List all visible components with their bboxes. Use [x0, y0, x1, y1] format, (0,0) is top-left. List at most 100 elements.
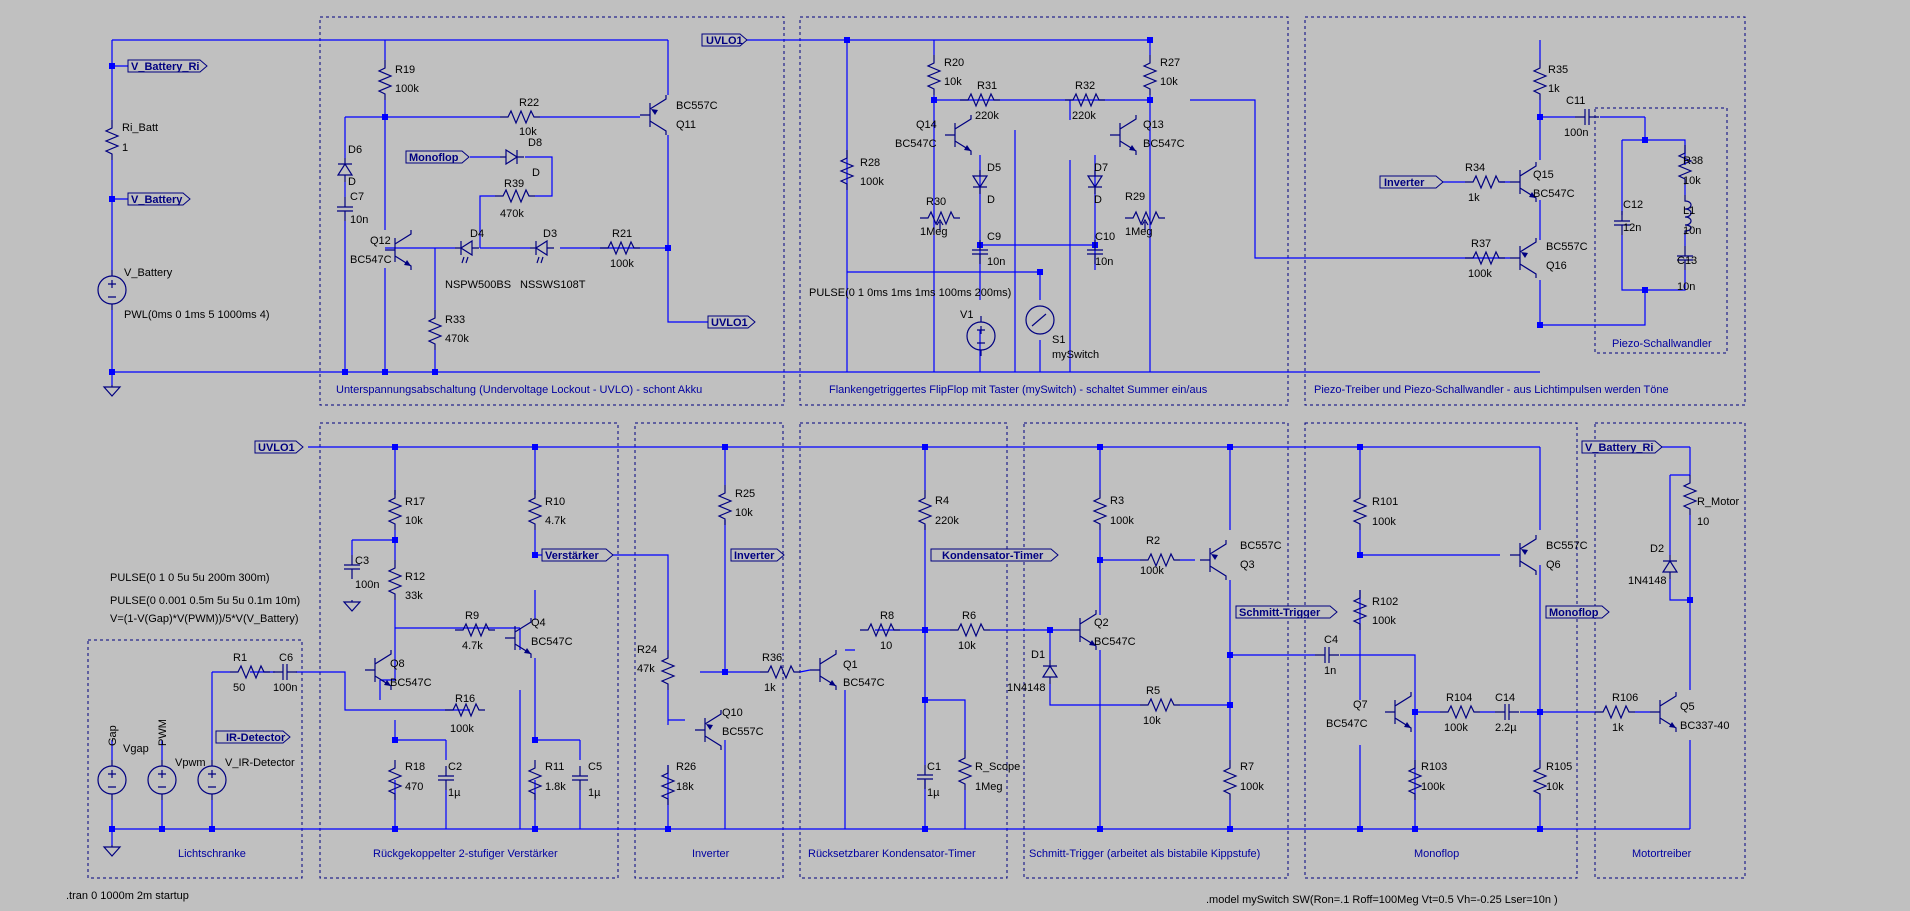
r22-label: R22: [519, 97, 539, 109]
voltage-source-icon: [147, 759, 177, 801]
q7-label: Q7: [1353, 699, 1368, 711]
block-title-piezo: Piezo-Schallwandler: [1612, 338, 1712, 350]
r9-value: 4.7k: [462, 640, 483, 652]
resistor-r4: [918, 489, 932, 531]
q10-type: BC557C: [722, 726, 764, 738]
frame-monoflop: [1304, 422, 1578, 879]
transistor-q7-npn: [1384, 691, 1412, 733]
net-label-text: Monoflop: [1549, 607, 1599, 619]
net-label-text: Inverter: [1384, 177, 1425, 189]
diode-d8: [499, 149, 525, 165]
r6-value: 10k: [958, 640, 976, 652]
c9-label: C9: [987, 231, 1001, 243]
vpwm-label: Vpwm: [175, 757, 206, 769]
d2-type: 1N4148: [1628, 575, 1667, 587]
r24-value: 47k: [637, 663, 655, 675]
r1-value: 50: [233, 682, 245, 694]
r27-label: R27: [1160, 57, 1180, 69]
r6-label: R6: [962, 610, 976, 622]
ground-icon: [343, 599, 361, 612]
transistor-q2-npn: [1069, 609, 1097, 651]
ri-batt-label: Ri_Batt: [122, 122, 158, 134]
r36-label: R36: [762, 652, 782, 664]
model-directive: .model mySwitch SW(Ron=.1 Roff=100Meg Vt…: [1206, 894, 1558, 906]
s1-type: mySwitch: [1052, 349, 1099, 361]
diode-d1: [1042, 659, 1058, 685]
pulse-directive-2: PULSE(0 0.001 0.5m 5u 5u 0.1m 10m): [110, 595, 300, 607]
resistor-r20: [927, 54, 941, 96]
r30-value: 1Meg: [920, 226, 948, 238]
r7-label: R7: [1240, 761, 1254, 773]
switch-icon: [1025, 305, 1055, 335]
net-label-ir-detector: IR-Detector: [215, 730, 291, 744]
c1-label: C1: [927, 761, 941, 773]
net-label-v-battery-ri-motor: V_Battery_Ri: [1581, 440, 1663, 454]
r105-label: R105: [1546, 761, 1572, 773]
vexpr-directive: V=(1-V(Gap)*V(PWM))/5*V(V_Battery): [110, 613, 299, 625]
r12-label: R12: [405, 571, 425, 583]
net-label-uvlo1-out: UVLO1: [707, 315, 756, 329]
r104-value: 100k: [1444, 722, 1468, 734]
r3-value: 100k: [1110, 515, 1134, 527]
v-ir-detector-label: V_IR-Detector: [225, 757, 295, 769]
r18-label: R18: [405, 761, 425, 773]
q4-label: Q4: [531, 617, 546, 629]
led-d3: [529, 240, 555, 264]
r101-value: 100k: [1372, 516, 1396, 528]
c11-label: C11: [1566, 95, 1585, 107]
r20-label: R20: [944, 57, 964, 69]
net-label-monoflop-out: Monoflop: [1545, 605, 1610, 619]
q15-type: BC547C: [1533, 188, 1575, 200]
switch-contact: [1031, 313, 1047, 327]
c4-value: 1n: [1324, 665, 1336, 677]
r10-value: 4.7k: [545, 515, 566, 527]
q8-label: Q8: [390, 658, 405, 670]
capacitor-c14: [1494, 703, 1520, 721]
r12-value: 33k: [405, 590, 423, 602]
r-motor-value: 10: [1697, 516, 1709, 528]
r26-label: R26: [676, 761, 696, 773]
r22-value: 10k: [519, 126, 537, 138]
q13-type: BC547C: [1143, 138, 1185, 150]
ground-icon: [103, 384, 121, 397]
d6-type: D: [348, 176, 356, 188]
transistor-q6-pnp: [1509, 534, 1537, 576]
block-title-schmitt: Schmitt-Trigger (arbeitet als bistabile …: [1029, 848, 1260, 860]
transistor-q1-npn: [809, 649, 837, 691]
r29-label: R29: [1125, 191, 1145, 203]
r27-value: 10k: [1160, 76, 1178, 88]
r25-label: R25: [735, 488, 755, 500]
net-label-verstaerker: Verstärker: [541, 548, 614, 562]
r33-value: 470k: [445, 333, 469, 345]
r102-label: R102: [1372, 596, 1398, 608]
r-motor-label: R_Motor: [1697, 496, 1740, 508]
net-label-text: Monoflop: [409, 152, 459, 164]
q2-label: Q2: [1094, 617, 1109, 629]
frame-piezo: [1594, 107, 1728, 354]
net-label-uvlo1-top: UVLO1: [701, 33, 748, 47]
resistor-r12: [388, 559, 402, 601]
c11-value: 100n: [1564, 127, 1588, 139]
r8-value: 10: [880, 640, 892, 652]
r29-value: 1Meg: [1125, 226, 1153, 238]
c7-value: 10n: [350, 214, 368, 226]
r1-label: R1: [233, 652, 247, 664]
resistor-r3: [1093, 489, 1107, 531]
capacitor-c5: [571, 765, 589, 791]
d7-label: D7: [1094, 162, 1108, 174]
resistor-r101: [1353, 489, 1367, 531]
r-scope-label: R_Scope: [975, 761, 1020, 773]
block-titles: Unterspannungsabschaltung (Undervoltage …: [178, 338, 1712, 860]
d4-type: NSPW500BS: [445, 279, 511, 291]
r38-value: 10k: [1683, 175, 1701, 187]
frame-schmitt: [1023, 422, 1289, 879]
q1-type: BC547C: [843, 677, 885, 689]
resistor-r-scope: [958, 749, 972, 791]
d8-label: D8: [528, 137, 542, 149]
d2-label: D2: [1650, 543, 1664, 555]
frame-inverter: [634, 422, 784, 879]
net-label-uvlo1-lower: UVLO1: [254, 440, 304, 454]
tran-directive: .tran 0 1000m 2m startup: [66, 890, 189, 902]
r35-value: 1k: [1548, 83, 1560, 95]
l1-label: L1: [1683, 205, 1695, 217]
